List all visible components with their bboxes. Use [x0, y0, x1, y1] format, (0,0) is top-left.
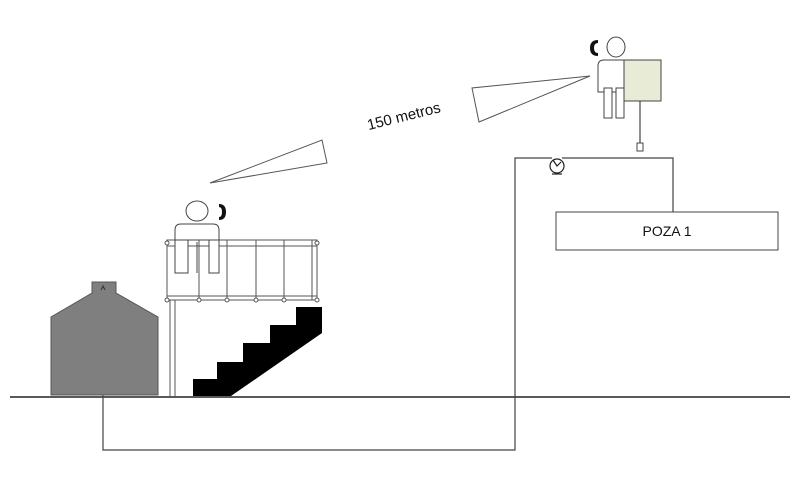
pump-icon	[549, 158, 565, 175]
distance-label: 150 metros	[365, 99, 442, 134]
distance-arrow	[209, 75, 591, 184]
control-panel-icon	[623, 59, 662, 152]
phone-icon	[219, 204, 226, 220]
staircase-icon	[193, 307, 322, 396]
pool-label: POZA 1	[642, 223, 691, 239]
pump-to-pool-line	[562, 157, 674, 212]
platform-railing	[164, 239, 320, 396]
phone-icon	[590, 40, 598, 56]
pipe-line	[102, 157, 552, 451]
pool-box	[555, 211, 779, 251]
person-with-phone-icon	[174, 200, 220, 274]
water-tank-icon	[50, 281, 159, 396]
